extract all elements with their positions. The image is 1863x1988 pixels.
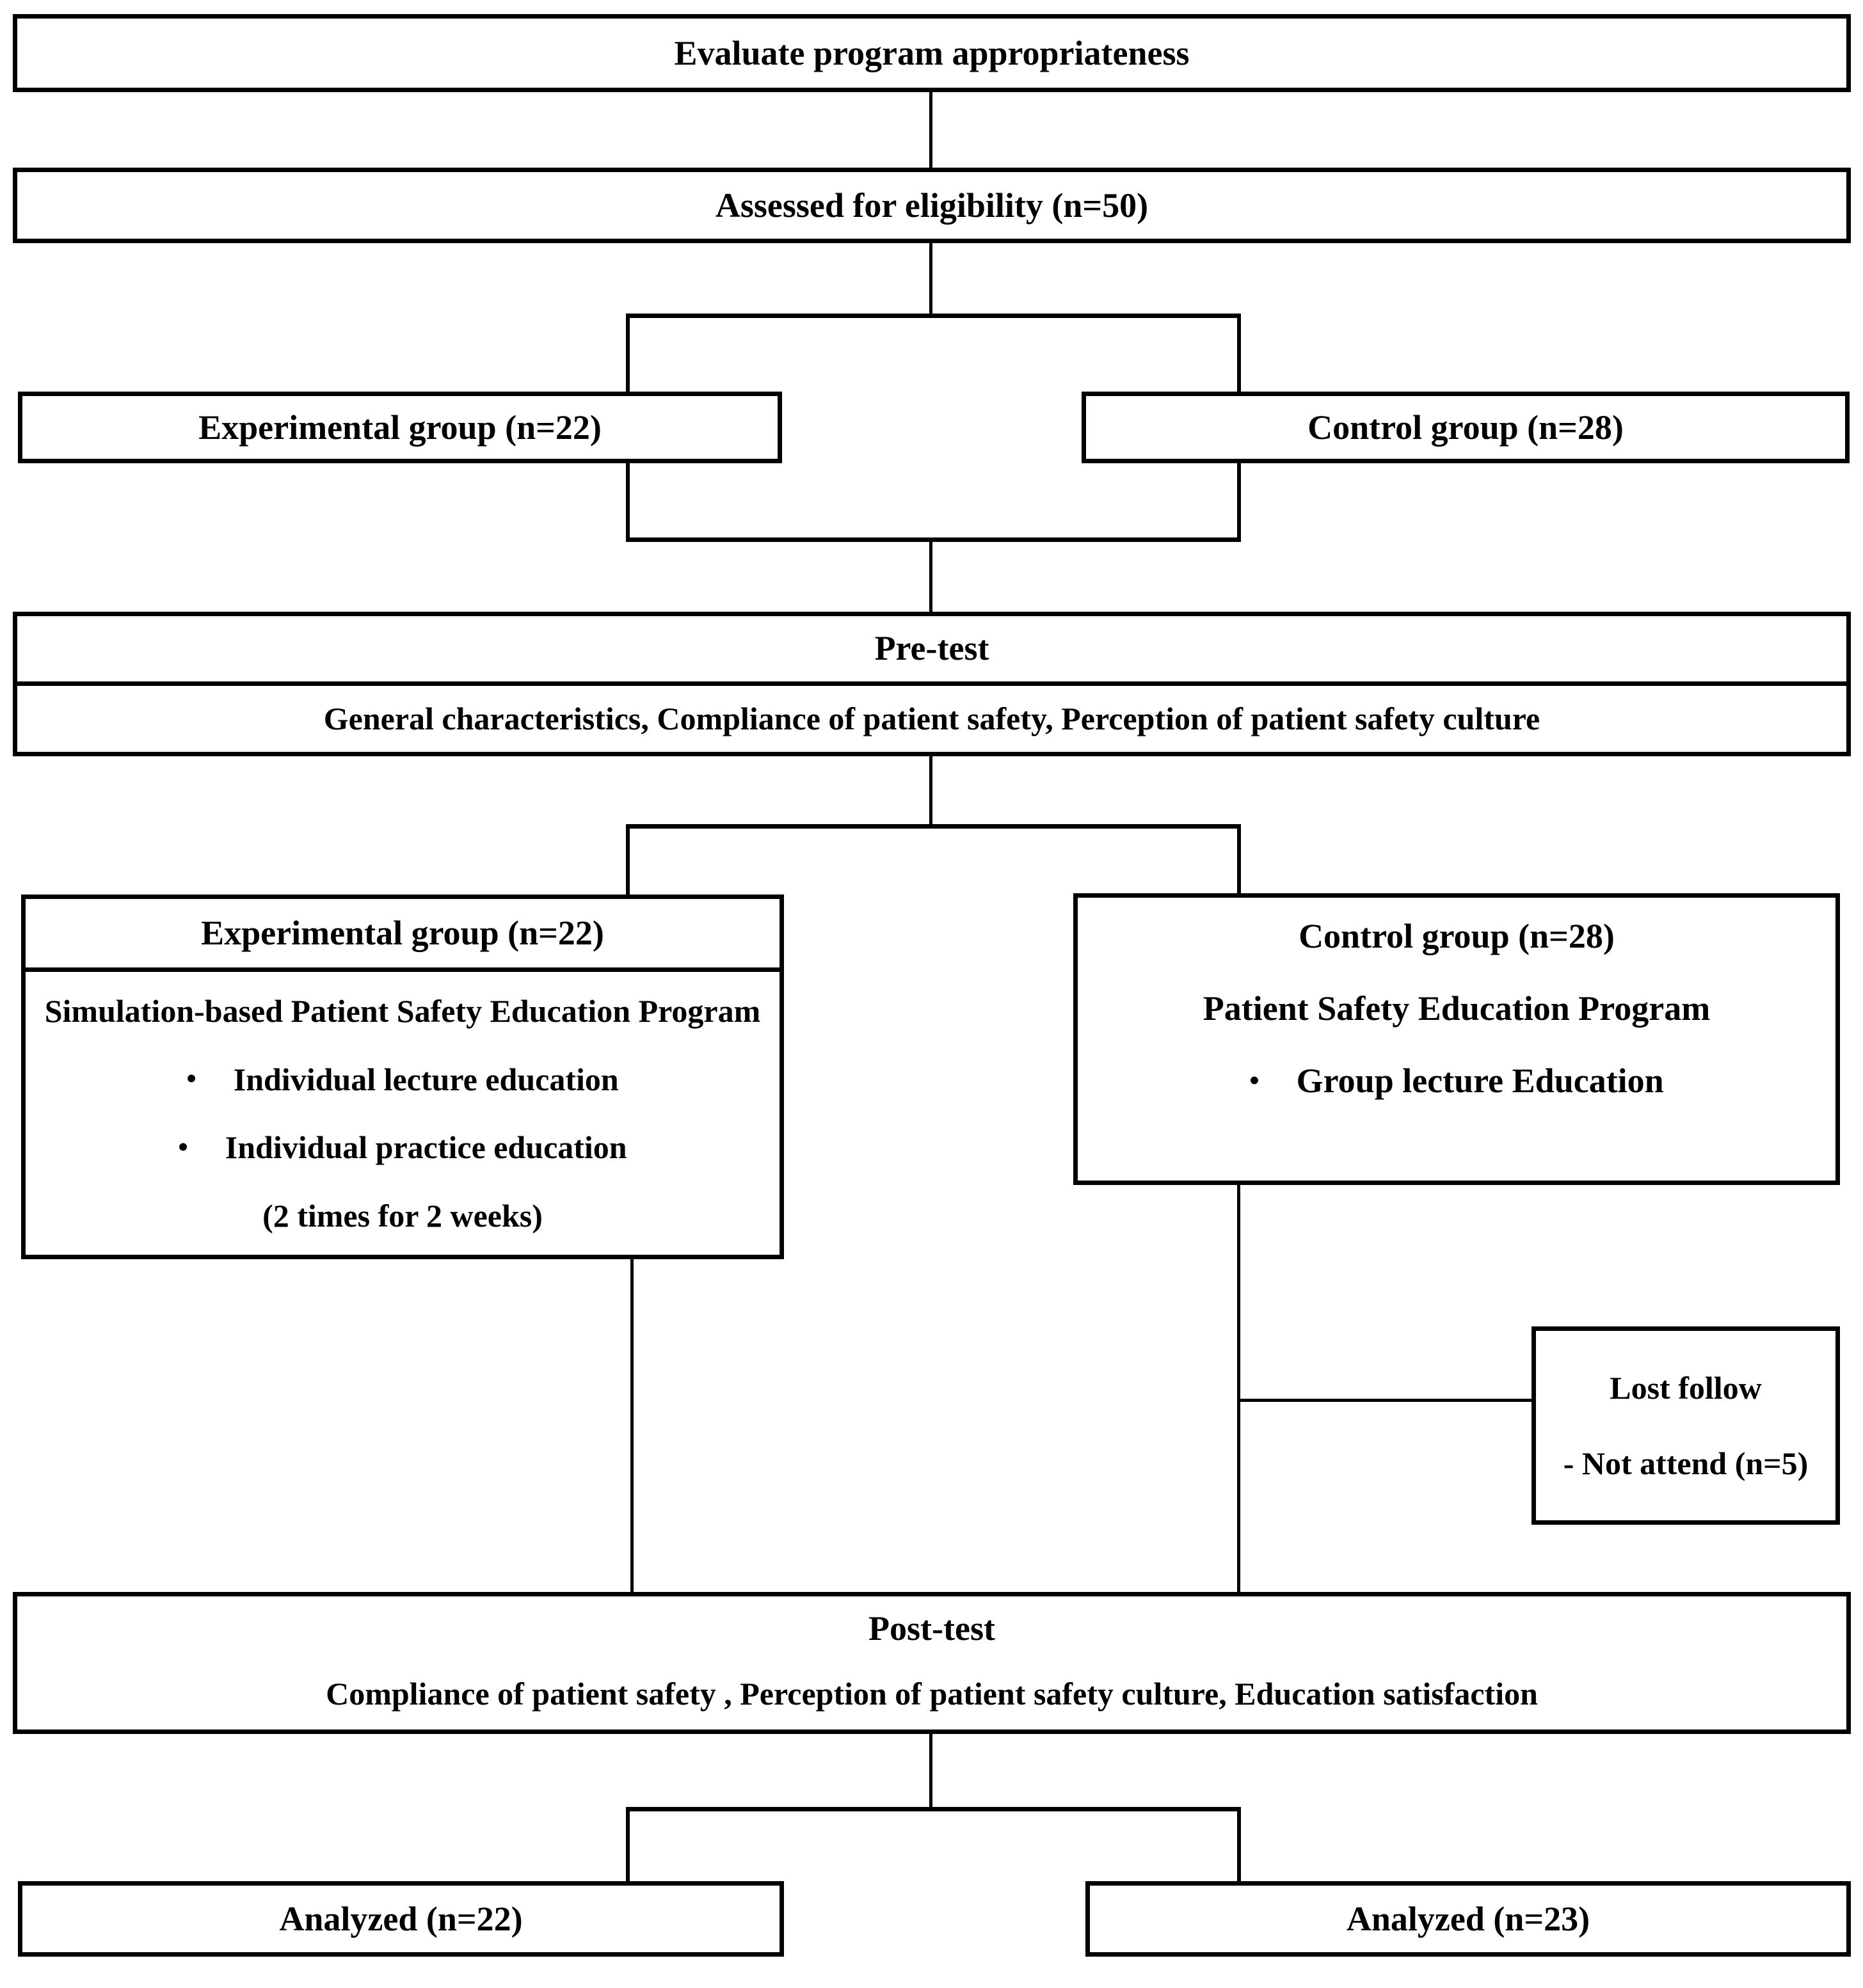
experimental-bullet-lecture-text: Individual lecture education: [233, 1061, 619, 1097]
bullet-icon: •: [178, 1131, 188, 1163]
bullet-icon: •: [1249, 1064, 1259, 1096]
connector-control-to-posttest: [1237, 1184, 1240, 1594]
connector-control-to-merge: [1237, 462, 1241, 540]
experimental-intervention-header: Experimental group (n=22): [26, 899, 780, 972]
posttest-title: Post-test: [868, 1609, 995, 1648]
connector-posttest-to-split: [929, 1733, 932, 1808]
connector-split-to-control-intervention: [1237, 824, 1241, 895]
pretest-body-text: General characteristics, Compliance of p…: [323, 701, 1540, 737]
connector-to-lost-follow: [1237, 1399, 1533, 1402]
posttest-box: Post-test Compliance of patient safety ,…: [13, 1592, 1851, 1734]
connector-pretest-to-split: [929, 755, 932, 827]
lost-follow-title: Lost follow: [1610, 1369, 1762, 1406]
control-intervention-body: Control group (n=28) Patient Safety Educ…: [1203, 916, 1710, 1101]
experimental-group-box: Experimental group (n=22): [18, 392, 782, 463]
connector-split-to-analyzed-control: [1237, 1807, 1241, 1882]
experimental-program-name: Simulation-based Patient Safety Educatio…: [44, 993, 761, 1030]
connector-experimental-to-merge: [626, 462, 630, 540]
experimental-intervention-title: Experimental group (n=22): [201, 914, 604, 953]
connector-split-to-control: [1237, 314, 1241, 394]
control-intervention-box: Control group (n=28) Patient Safety Educ…: [1073, 893, 1840, 1185]
experimental-program-duration: (2 times for 2 weeks): [262, 1197, 543, 1234]
analyzed-control-label: Analyzed (n=23): [1346, 1899, 1590, 1938]
experimental-bullet-lecture: • Individual lecture education: [186, 1060, 618, 1099]
experimental-intervention-box: Experimental group (n=22) Simulation-bas…: [21, 895, 784, 1259]
connector-split-to-analyzed-experimental: [626, 1807, 630, 1882]
control-bullet-lecture: • Group lecture Education: [1249, 1060, 1663, 1102]
experimental-intervention-body: Simulation-based Patient Safety Educatio…: [26, 972, 780, 1255]
lost-follow-detail: - Not attend (n=5): [1563, 1445, 1809, 1482]
experimental-group-label: Experimental group (n=22): [198, 408, 602, 447]
pretest-title: Pre-test: [874, 629, 989, 668]
connector-split-to-experimental-intervention: [626, 824, 630, 896]
analyzed-control-box: Analyzed (n=23): [1085, 1881, 1851, 1957]
evaluate-program-label: Evaluate program appropriateness: [674, 33, 1190, 72]
analyzed-experimental-label: Analyzed (n=22): [279, 1899, 523, 1938]
split-bar-allocation: [626, 314, 1241, 318]
control-group-box: Control group (n=28): [1082, 392, 1850, 463]
posttest-body-text: Compliance of patient safety , Perceptio…: [326, 1676, 1538, 1712]
connector-merge-to-pretest: [929, 541, 932, 613]
pretest-header: Pre-test: [17, 616, 1846, 686]
pretest-body: General characteristics, Compliance of p…: [17, 686, 1846, 752]
bullet-icon: •: [186, 1063, 196, 1095]
experimental-bullet-practice: • Individual practice education: [178, 1128, 627, 1166]
lost-follow-box: Lost follow - Not attend (n=5): [1531, 1326, 1840, 1525]
pretest-box: Pre-test General characteristics, Compli…: [13, 612, 1851, 756]
evaluate-program-box: Evaluate program appropriateness: [13, 14, 1851, 92]
assessed-eligibility-box: Assessed for eligibility (n=50): [13, 168, 1851, 243]
control-intervention-title: Control group (n=28): [1299, 917, 1615, 955]
merge-bar-pretest: [626, 537, 1241, 542]
control-group-label: Control group (n=28): [1307, 408, 1624, 447]
connector-experimental-to-posttest: [630, 1258, 634, 1594]
control-program-name: Patient Safety Education Program: [1203, 989, 1711, 1028]
connector-evaluate-to-assessed: [929, 92, 932, 169]
experimental-bullet-practice-text: Individual practice education: [225, 1129, 627, 1166]
control-bullet-lecture-text: Group lecture Education: [1296, 1061, 1664, 1100]
split-bar-intervention: [626, 824, 1241, 829]
analyzed-experimental-box: Analyzed (n=22): [18, 1881, 784, 1957]
assessed-eligibility-label: Assessed for eligibility (n=50): [715, 186, 1149, 225]
connector-assessed-to-split: [929, 243, 932, 315]
split-bar-analysis: [626, 1807, 1241, 1811]
connector-split-to-experimental: [626, 314, 630, 394]
